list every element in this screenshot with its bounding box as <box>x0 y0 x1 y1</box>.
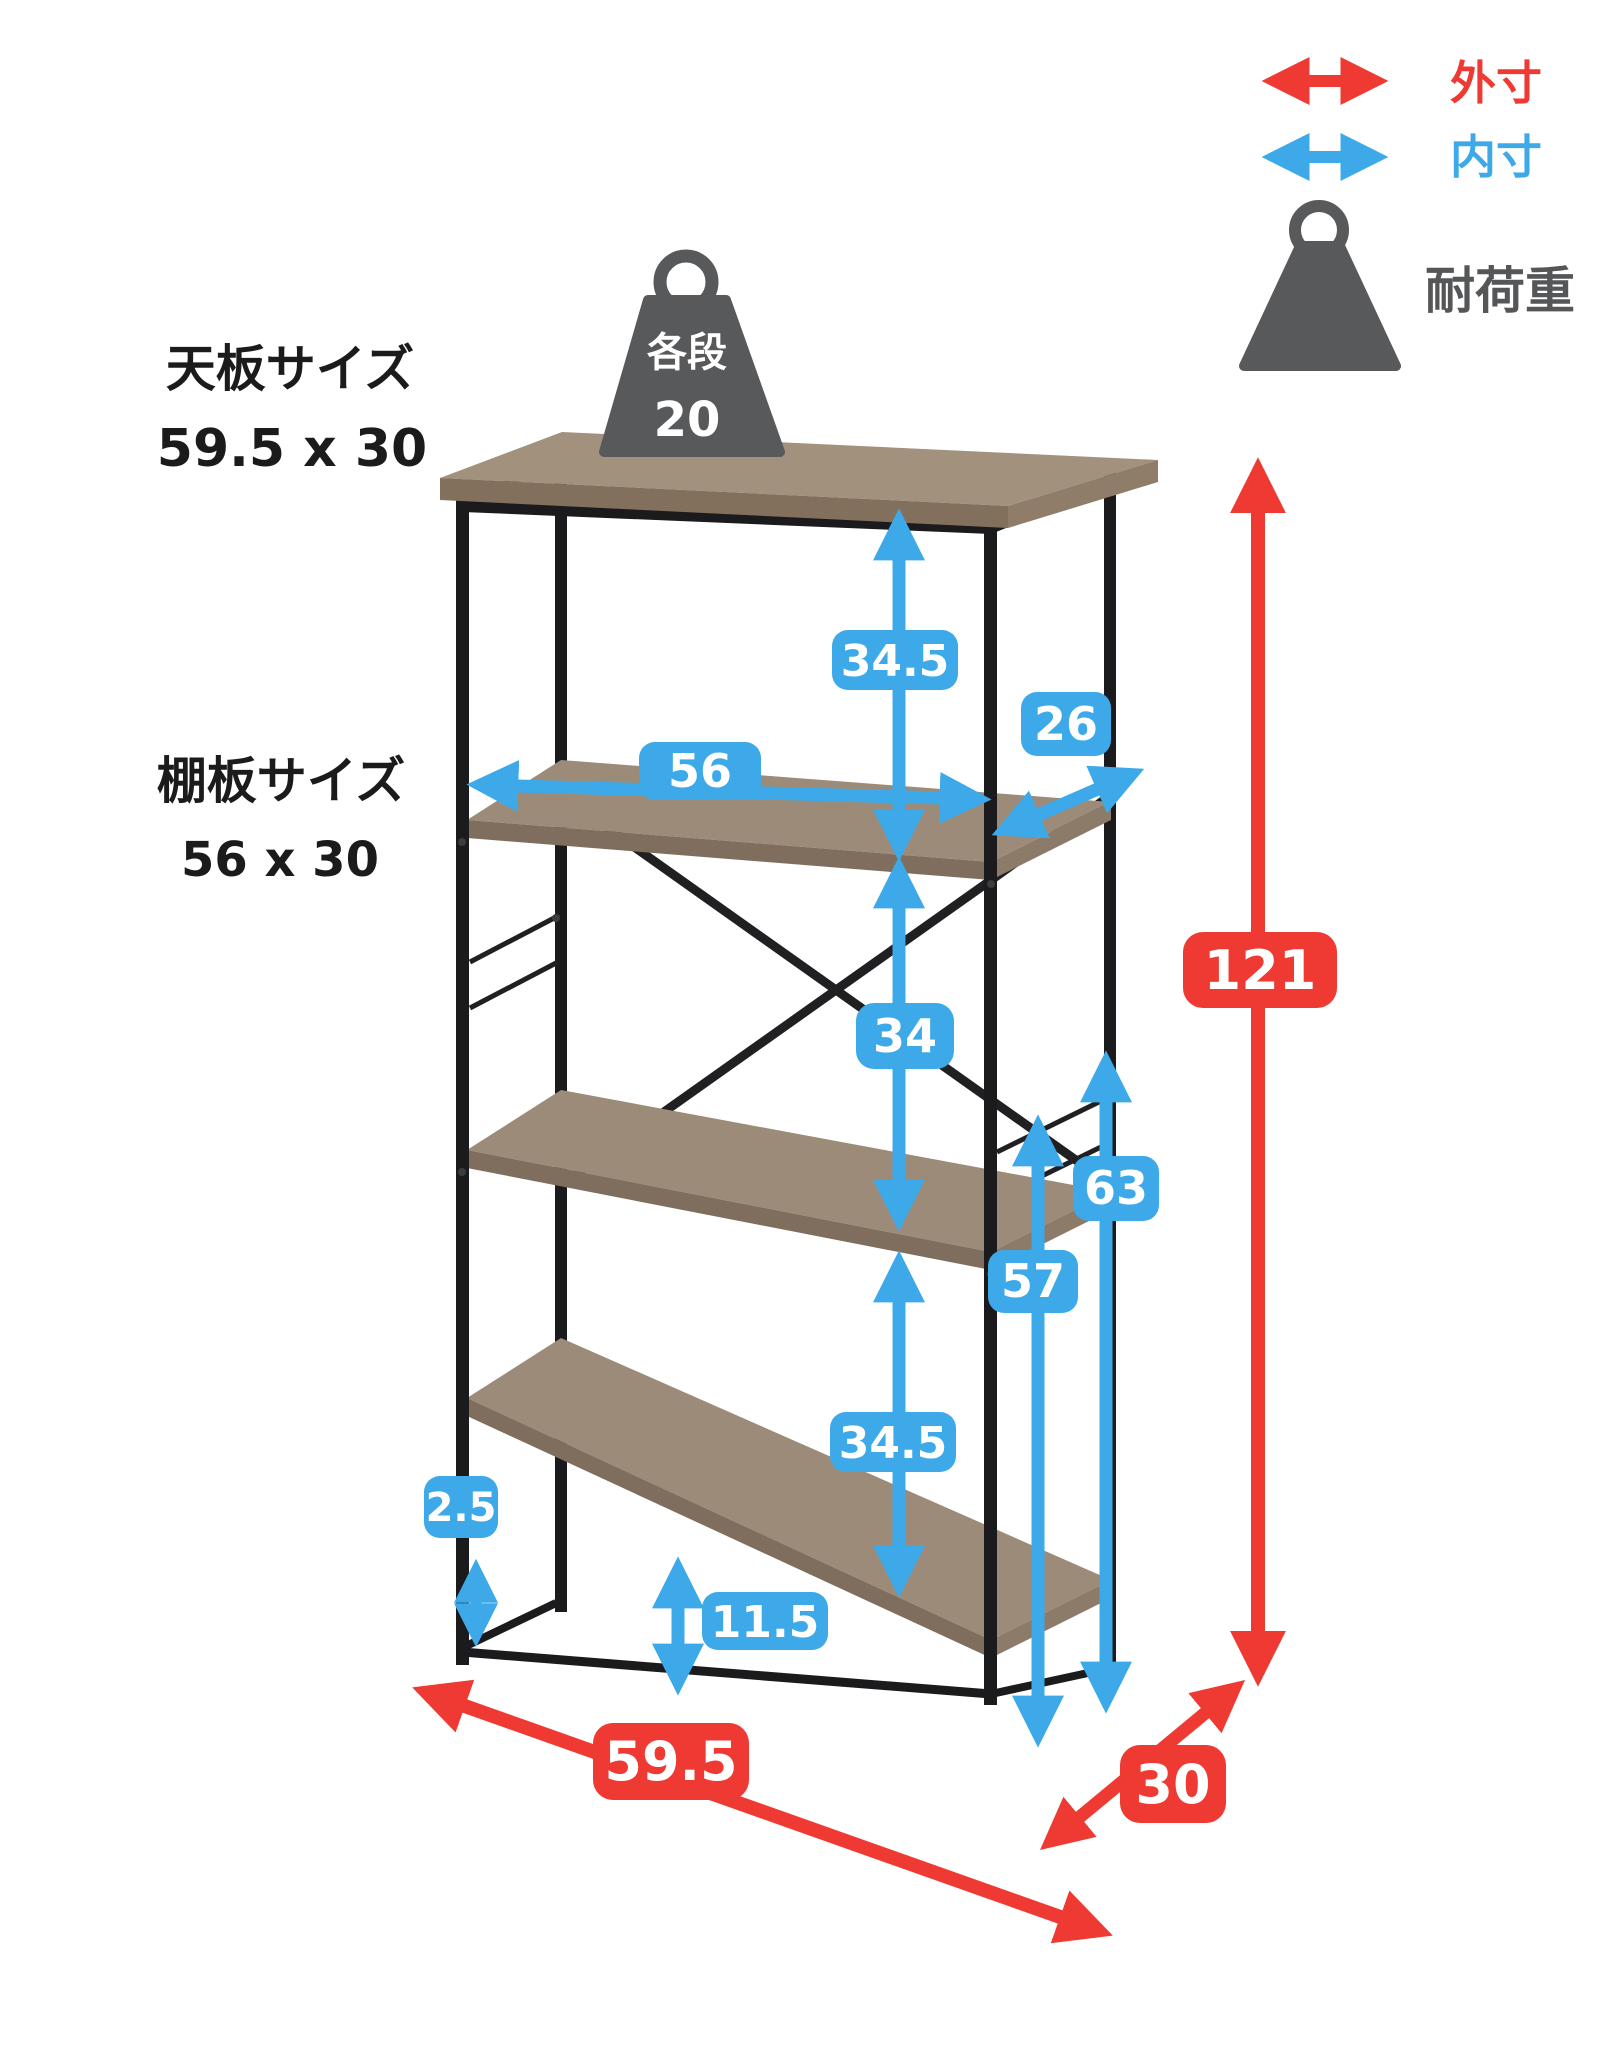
load-badge-value: 20 <box>654 392 721 448</box>
svg-text:34: 34 <box>873 1009 937 1063</box>
shelf-unit-illustration <box>440 432 1158 1705</box>
legend-outer-label: 外寸 <box>1450 56 1542 110</box>
badge-outer-width: 59.5 <box>593 1723 749 1800</box>
front-left-leg <box>456 498 469 1665</box>
svg-text:57: 57 <box>1001 1254 1065 1308</box>
svg-text:56: 56 <box>668 744 732 798</box>
legend-weight-icon <box>1239 200 1401 371</box>
svg-text:121: 121 <box>1204 939 1317 1002</box>
arrow-outer-width <box>412 1679 1113 1944</box>
legend-inner-label: 内寸 <box>1450 130 1542 184</box>
svg-text:34.5: 34.5 <box>841 636 950 687</box>
badge-right-height-front: 57 <box>988 1250 1078 1313</box>
weight-body-icon <box>599 295 785 457</box>
shelf-size-value: 56 x 30 <box>181 832 379 888</box>
top-front-rail <box>463 500 991 534</box>
svg-text:34.5: 34.5 <box>839 1418 948 1469</box>
badge-inner-gap-top: 34.5 <box>832 630 958 690</box>
svg-text:26: 26 <box>1034 697 1098 751</box>
screw-dot <box>458 838 466 846</box>
shelf-size-title: 棚板サイズ <box>157 752 406 810</box>
badge-bottom-clearance: 2.5 <box>424 1476 498 1538</box>
badge-bottom-shelf-height: 11.5 <box>702 1592 828 1650</box>
dimension-arrows <box>412 457 1286 1944</box>
bottom-right-rail <box>990 1664 1112 1698</box>
badge-inner-gap-bottom: 34.5 <box>830 1412 956 1472</box>
svg-text:11.5: 11.5 <box>711 1597 820 1648</box>
screw-dot <box>987 880 995 888</box>
svg-text:59.5: 59.5 <box>604 1730 737 1793</box>
badge-right-height-back: 63 <box>1073 1156 1159 1221</box>
svg-text:2.5: 2.5 <box>426 1485 497 1531</box>
svg-text:30: 30 <box>1135 1753 1210 1816</box>
left-side-rail <box>468 913 560 965</box>
badge-outer-height: 121 <box>1183 932 1337 1008</box>
screw-dot <box>458 1168 466 1176</box>
badge-inner-depth: 26 <box>1021 692 1111 756</box>
badge-inner-gap-middle: 34 <box>856 1003 954 1069</box>
legend: 外寸 内寸 耐荷重 <box>1239 56 1575 371</box>
bottom-front-rail <box>461 1647 992 1699</box>
arrow-inner-depth <box>991 765 1145 839</box>
front-right-leg <box>984 520 997 1705</box>
top-panel-size-value: 59.5 x 30 <box>157 419 427 479</box>
top-panel-size-title: 天板サイズ <box>166 340 415 398</box>
legend-load-label: 耐荷重 <box>1425 262 1575 320</box>
badge-outer-depth: 30 <box>1120 1745 1226 1823</box>
badge-inner-width: 56 <box>639 742 761 800</box>
load-capacity-badge: 各段 20 <box>599 249 785 457</box>
screw-dot <box>552 914 560 922</box>
inner-dimension-badges: 34.5 26 56 34 63 57 34.5 2.5 <box>424 630 1159 1650</box>
load-badge-per-shelf-label: 各段 <box>647 330 727 376</box>
left-side-rail <box>468 959 560 1011</box>
svg-text:63: 63 <box>1084 1161 1148 1215</box>
back-left-leg <box>555 450 567 1612</box>
outer-dimension-badges: 121 59.5 30 <box>593 932 1337 1823</box>
